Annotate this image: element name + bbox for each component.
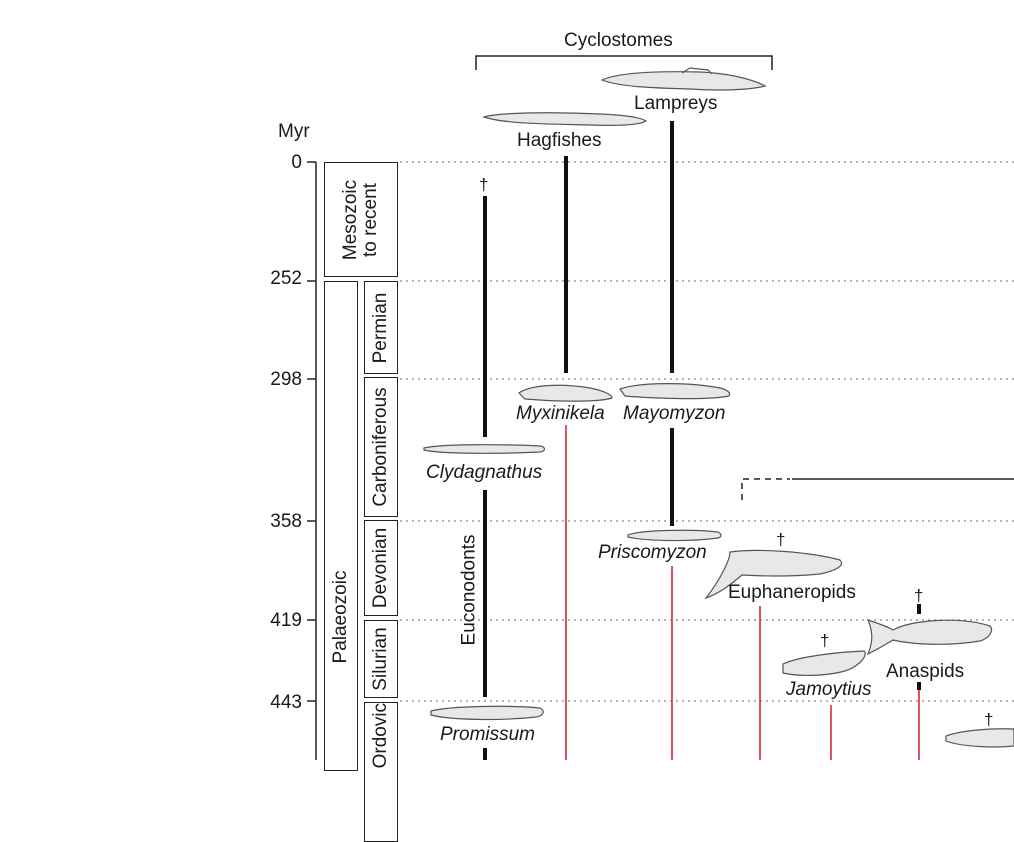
taxon-label-promissum: Promissum xyxy=(440,724,536,745)
anaspid-illustration xyxy=(866,619,993,656)
period-box-devonian: Devonian xyxy=(364,520,398,616)
promissum-illustration xyxy=(430,705,544,721)
period-label-devonian: Devonian xyxy=(370,527,392,609)
lamprey-illustration xyxy=(600,71,767,91)
clydagnathus-illustration xyxy=(423,444,546,454)
taxon-label-priscomyzon: Priscomyzon xyxy=(598,542,707,563)
extinct-marker-ordovician-taxon: † xyxy=(984,710,994,729)
extinct-marker-euphaneropids: † xyxy=(776,530,786,549)
group-label-lampreys: Lampreys xyxy=(634,93,718,114)
tick-label-0: 0 xyxy=(291,152,302,173)
period-label-mesozoic: Mesozoic to recent xyxy=(340,179,381,260)
axis-unit-label: Myr xyxy=(278,121,310,142)
tick-label-443: 443 xyxy=(270,692,302,713)
tick-label-419: 419 xyxy=(270,610,302,631)
cyclostomes-bracket xyxy=(475,55,773,70)
period-label-carboniferous: Carboniferous xyxy=(370,387,392,507)
group-label-anaspids: Anaspids xyxy=(886,661,965,682)
period-label-permian: Permian xyxy=(370,292,392,363)
ordovician-taxon-illustration xyxy=(945,728,1014,748)
clade-connector-dashed xyxy=(741,478,790,500)
boundary-gridlines xyxy=(400,161,1014,702)
group-label-hagfishes: Hagfishes xyxy=(517,130,602,151)
period-label-silurian: Silurian xyxy=(370,627,392,691)
period-box-carboniferous: Carboniferous xyxy=(364,377,398,517)
taxon-label-mayomyzon: Mayomyzon xyxy=(623,403,726,424)
extinct-marker-euconodonts: † xyxy=(479,175,489,194)
extinct-marker-anaspids: † xyxy=(914,586,924,605)
group-label-euconodonts: Euconodonts xyxy=(458,534,480,646)
taxon-label-myxinikela: Myxinikela xyxy=(516,403,605,424)
period-box-palaeozoic: Palaeozoic xyxy=(324,281,358,771)
period-label-ordovician: Ordovician xyxy=(370,702,392,769)
group-label-euphaneropids: Euphaneropids xyxy=(728,582,856,603)
hagfish-illustration xyxy=(482,112,648,126)
period-box-silurian: Silurian xyxy=(364,620,398,698)
period-box-permian: Permian xyxy=(364,281,398,374)
euphaneropid-illustration xyxy=(704,549,843,600)
priscomyzon-illustration xyxy=(627,529,722,542)
taxon-label-jamoytius: Jamoytius xyxy=(786,679,872,700)
period-label-palaeozoic: Palaeozoic xyxy=(330,570,352,664)
mayomyzon-illustration xyxy=(619,383,731,400)
jamoytius-illustration xyxy=(782,650,866,676)
period-box-ordovician: Ordovician xyxy=(364,702,398,842)
lamprey-fin-detail xyxy=(681,67,713,75)
extinct-marker-jamoytius: † xyxy=(820,631,830,650)
tick-label-298: 298 xyxy=(270,369,302,390)
myxinikela-illustration xyxy=(518,384,613,402)
group-label-cyclostomes: Cyclostomes xyxy=(564,30,673,51)
tick-label-358: 358 xyxy=(270,511,302,532)
taxon-label-clydagnathus: Clydagnathus xyxy=(426,462,543,483)
period-box-mesozoic: Mesozoic to recent xyxy=(324,162,398,277)
diagram-graphics xyxy=(307,55,1014,760)
tick-label-252: 252 xyxy=(270,268,302,289)
